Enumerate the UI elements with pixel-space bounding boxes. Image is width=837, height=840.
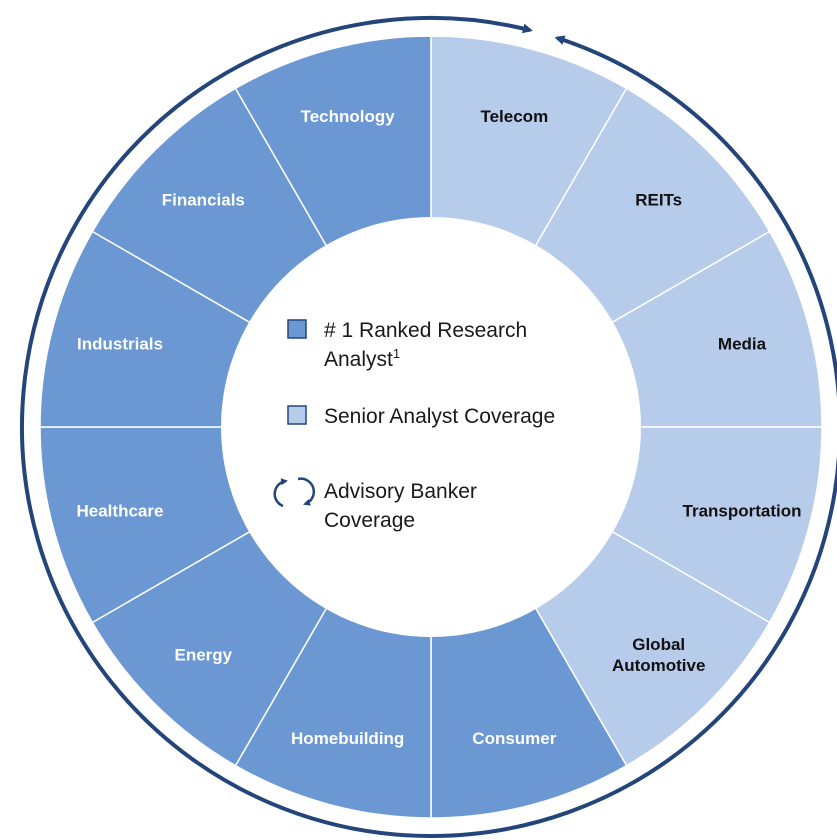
segment-label-line: Automotive bbox=[612, 656, 706, 675]
legend-ranked-line1: # 1 Ranked Research bbox=[324, 319, 527, 342]
segment-label-telecom: Telecom bbox=[480, 107, 548, 126]
segment-label-industrials: Industrials bbox=[77, 335, 163, 354]
segment-label-line: Industrials bbox=[77, 335, 163, 354]
ranked-analyst-swatch-icon bbox=[287, 319, 307, 339]
senior-analyst-swatch-icon bbox=[287, 405, 307, 425]
segment-label-healthcare: Healthcare bbox=[77, 501, 164, 520]
segment-label-line: Transportation bbox=[683, 501, 802, 520]
segment-label-financials: Financials bbox=[162, 190, 245, 209]
advisory-coverage-ring-left bbox=[20, 16, 533, 838]
footnote-superscript: 1 bbox=[393, 346, 400, 361]
legend-advisory-line2: Coverage bbox=[324, 509, 415, 532]
segment-label-consumer: Consumer bbox=[472, 729, 556, 748]
segment-label-line: Homebuilding bbox=[291, 729, 404, 748]
segment-label-line: REITs bbox=[635, 190, 682, 209]
legend-ranked-line2-text: Analyst bbox=[324, 348, 393, 371]
center-disc bbox=[221, 217, 641, 637]
segment-label-media: Media bbox=[718, 335, 767, 354]
segment-label-line: Financials bbox=[162, 190, 245, 209]
legend: # 1 Ranked Research Analyst1 Senior Anal… bbox=[273, 319, 555, 532]
segment-label-line: Energy bbox=[174, 646, 232, 665]
segment-label-homebuilding: Homebuilding bbox=[291, 729, 404, 748]
advisory-coverage-ring-right bbox=[430, 35, 837, 838]
segment-label-transportation: Transportation bbox=[683, 501, 802, 520]
segment-label-line: Technology bbox=[301, 107, 396, 126]
legend-advisory-line1: Advisory Banker bbox=[324, 480, 477, 503]
segment-label-line: Healthcare bbox=[77, 501, 164, 520]
segment-label-energy: Energy bbox=[174, 646, 232, 665]
segment-label-line: Consumer bbox=[472, 729, 556, 748]
segment-label-line: Media bbox=[718, 335, 767, 354]
segment-label-technology: Technology bbox=[301, 107, 396, 126]
segment-label-line: Telecom bbox=[480, 107, 548, 126]
circular-arrows-icon bbox=[273, 477, 316, 508]
segment-label-line: Global bbox=[632, 635, 685, 654]
legend-ranked-line2: Analyst1 bbox=[324, 346, 400, 371]
segment-label-reits: REITs bbox=[635, 190, 682, 209]
legend-senior-label: Senior Analyst Coverage bbox=[324, 405, 555, 428]
